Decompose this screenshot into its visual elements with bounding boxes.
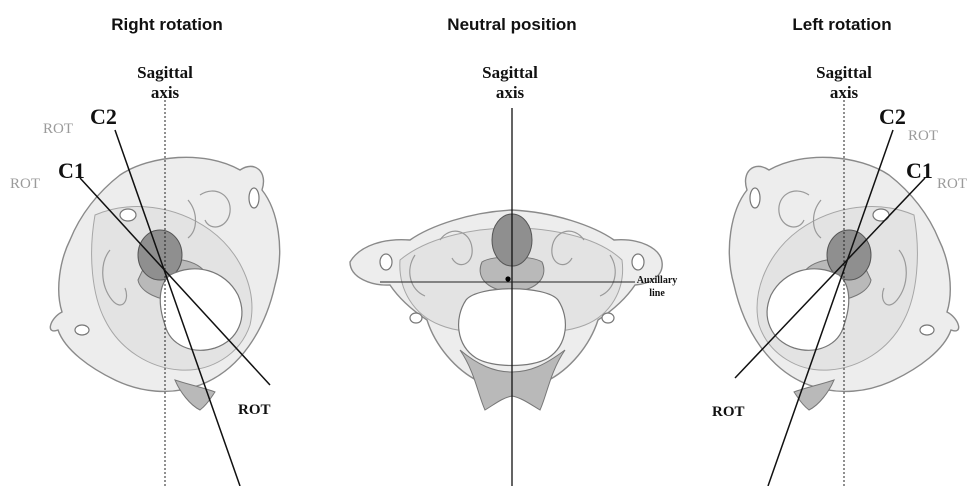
vertebra-illustration-neutral <box>350 210 662 410</box>
rot-gray-label-right-b: ROT <box>10 176 40 192</box>
sagittal-axis-label-left-1: Sagittal <box>816 63 872 82</box>
rot-label-left-bottom: ROT <box>712 404 745 420</box>
c2-label-right: C2 <box>90 104 117 129</box>
auxiliary-line-label-2: line <box>649 288 665 299</box>
auxiliary-line-label-1: Auxillary <box>637 275 678 286</box>
panel-right-rotation: Right rotation Sagittal axis ROT C2 ROT … <box>10 15 280 486</box>
sagittal-axis-label-left-2: axis <box>830 83 859 102</box>
rot-gray-label-left-b: ROT <box>937 176 967 192</box>
c1-label-left: C1 <box>906 158 933 183</box>
panel-neutral-position: Neutral position <box>350 15 677 486</box>
sagittal-axis-label-right-1: Sagittal <box>137 63 193 82</box>
panel-left-rotation: Left rotation Sagittal axis C2 ROT C1 RO… <box>712 15 967 486</box>
sagittal-axis-label-neutral-2: axis <box>496 83 525 102</box>
panel-title-left: Left rotation <box>792 15 891 34</box>
rot-gray-label-right-a: ROT <box>43 121 73 137</box>
panel-title-neutral: Neutral position <box>447 15 576 34</box>
sagittal-axis-label-right-2: axis <box>151 83 180 102</box>
panel-title-right: Right rotation <box>111 15 222 34</box>
c1-label-right: C1 <box>58 158 85 183</box>
sagittal-axis-label-neutral-1: Sagittal <box>482 63 538 82</box>
c2-label-left: C2 <box>879 104 906 129</box>
rot-gray-label-left-a: ROT <box>908 128 938 144</box>
rot-label-right-bottom: ROT <box>238 402 271 418</box>
